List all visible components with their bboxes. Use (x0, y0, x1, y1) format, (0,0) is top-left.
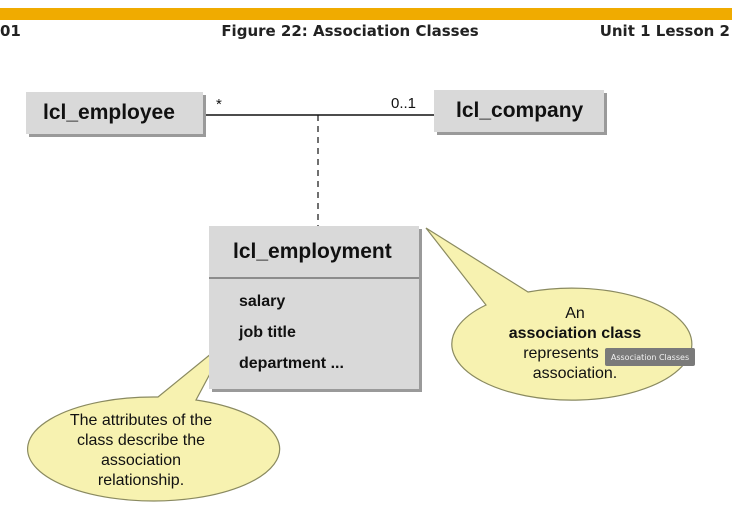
class-employee-name: lcl_employee (43, 101, 175, 124)
multiplicity-employee: * (216, 96, 222, 113)
callout-left-line3: association (100, 452, 182, 469)
attribute-department: department ... (239, 355, 344, 372)
accent-bar (0, 8, 732, 20)
attribute-job-title: job title (239, 324, 296, 341)
callout-right-line2: association class (508, 325, 642, 342)
callout-right-line1: An (565, 305, 585, 322)
figure-title: Figure 22: Association Classes (221, 22, 479, 40)
callout-left-bubble (27, 339, 281, 502)
callout-left-line4: relationship. (97, 472, 185, 489)
multiplicity-company: 0..1 (391, 95, 417, 112)
class-employment: lcl_employment salary job title departme… (209, 226, 419, 389)
class-company-name: lcl_company (456, 99, 584, 122)
callout-left-line2: class describe the (76, 432, 206, 449)
class-divider (209, 277, 419, 279)
class-employee: lcl_employee (26, 92, 203, 134)
callout-right-line3: represents (523, 345, 599, 362)
callout-right-text: An association class represents associat… (470, 304, 680, 384)
class-employment-name: lcl_employment (233, 240, 392, 263)
tooltip: Association Classes (605, 348, 695, 366)
callout-left-line1: The attributes of the (69, 412, 213, 429)
unit-lesson-label: Unit 1 Lesson 2 (599, 22, 730, 40)
class-company: lcl_company (434, 90, 604, 132)
attribute-salary: salary (239, 293, 286, 310)
callout-left-text: The attributes of the class describe the… (36, 411, 246, 491)
page-number: 01 (0, 22, 21, 40)
callout-right-line4: association. (532, 365, 618, 382)
